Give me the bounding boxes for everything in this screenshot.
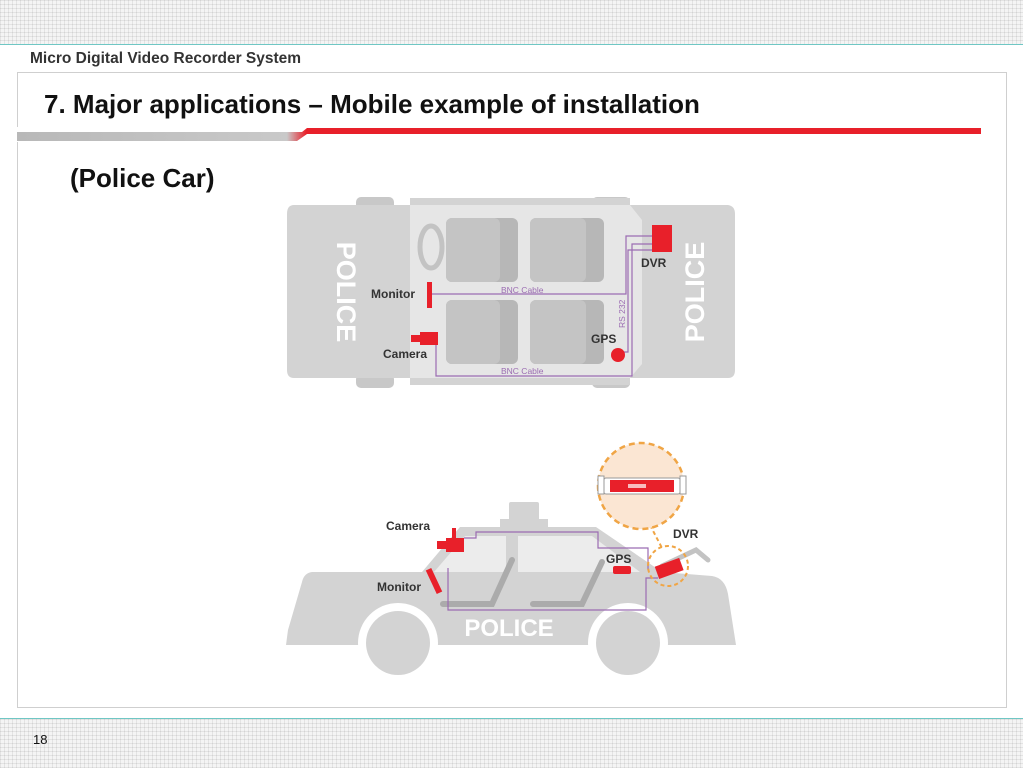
monitor-icon (427, 282, 432, 308)
top-view-car: POLICE POLICE (287, 197, 735, 388)
monitor-icon-side (425, 567, 443, 595)
bnc-cable-top-label: BNC Cable (501, 285, 544, 295)
bnc-cable-top (432, 235, 652, 295)
police-text-right: POLICE (680, 242, 710, 343)
footer-pattern-band (0, 718, 1023, 768)
side-view-cables (447, 531, 658, 611)
dvr-icon-side (654, 557, 684, 580)
camera-label-side: Camera (386, 519, 430, 533)
dvr-icon (652, 225, 672, 252)
camera-label: Camera (383, 347, 427, 361)
bnc-cable-bottom-label: BNC Cable (501, 366, 544, 376)
gps-icon-side (613, 566, 631, 574)
wheel-front (366, 611, 430, 675)
monitor-label-side: Monitor (377, 580, 421, 594)
gps-label-side: GPS (606, 552, 631, 566)
header-pattern-band (0, 0, 1023, 45)
title-underline (17, 127, 981, 142)
subtitle: (Police Car) (70, 163, 215, 193)
dvr-label: DVR (641, 256, 667, 270)
police-text-side: POLICE (464, 615, 553, 642)
steering-wheel-icon (417, 223, 445, 271)
wheel-rear (596, 611, 660, 675)
side-view-car: POLICE (286, 502, 736, 683)
camera-cable-side (464, 531, 649, 570)
monitor-label: Monitor (371, 287, 415, 301)
monitor-cable-side (447, 568, 658, 611)
seat-rear-side (530, 559, 605, 607)
seat-rear-right-cushion (530, 300, 586, 364)
gps-icon (611, 348, 625, 362)
police-text-left: POLICE (331, 242, 361, 343)
rs232-label: RS 232 (617, 299, 627, 328)
window-rear (518, 536, 640, 572)
window-front (434, 536, 506, 572)
page-title: 7. Major applications – Mobile example o… (44, 89, 700, 119)
camera-icon (411, 332, 438, 345)
gps-label: GPS (591, 332, 616, 346)
dvr-label-side: DVR (673, 527, 699, 541)
dvr-callout-small (647, 545, 689, 587)
light-bar (509, 502, 539, 522)
seat-front-right-cushion (446, 300, 500, 364)
camera-icon-side (437, 528, 464, 552)
dvr-callout-large (596, 441, 687, 549)
seat-front-side (440, 557, 515, 607)
page-number: 18 (33, 732, 48, 747)
seat-rear-left-cushion (530, 218, 586, 282)
light-bar-base (500, 519, 548, 527)
bnc-cable-bottom (435, 243, 652, 377)
seat-front-left-cushion (446, 218, 500, 282)
seats (446, 218, 604, 364)
header-brand: Micro Digital Video Recorder System (30, 50, 302, 67)
